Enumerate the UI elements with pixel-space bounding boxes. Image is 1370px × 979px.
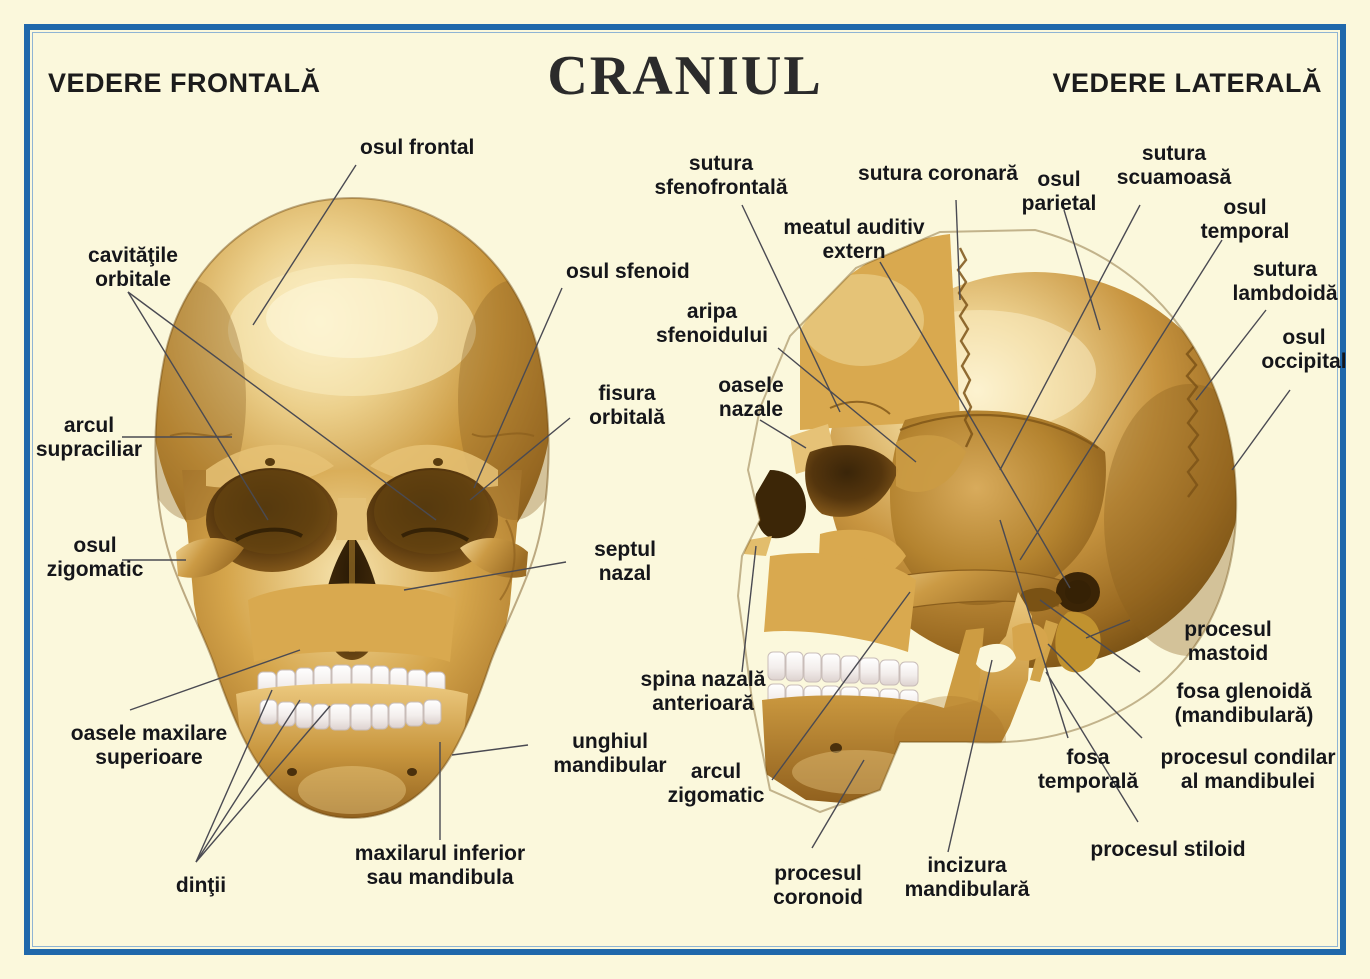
leader-unghiul-mandibular (451, 744, 529, 756)
label-sutura-lambdoida: sutura lambdoidă (1232, 258, 1338, 305)
label-procesul-stiloid: procesul stiloid (1090, 838, 1246, 861)
label-unghiul-mandibular: unghiul mandibular (553, 730, 667, 777)
leader-osul-parietal (1063, 209, 1101, 331)
leader-incizura-mandibulara (947, 659, 993, 853)
leader-fosa-glenoida (1039, 599, 1141, 673)
leader-dintii-1 (195, 689, 273, 863)
frontal-lower-teeth (259, 699, 442, 731)
leader-procesul-condilar (1047, 643, 1143, 739)
frontal-upper-teeth (257, 664, 446, 700)
leader-osul-frontal (252, 164, 357, 326)
label-cavitatile-orbitale: cavităţile orbitale (88, 244, 178, 291)
label-arcul-supraciliar: arcul supraciliar (35, 414, 143, 461)
label-osul-temporal: osul temporal (1200, 196, 1290, 243)
leader-osul-temporal (1019, 239, 1223, 561)
label-procesul-condilar: procesul condilar al mandibulei (1160, 746, 1336, 793)
label-arcul-zigomatic: arcul zigomatic (667, 760, 765, 807)
label-dintii: dinţii (175, 874, 227, 897)
label-meatul-auditiv-extern: meatul auditiv extern (783, 216, 925, 263)
label-septul-nazal: septul nazal (594, 538, 656, 585)
label-sutura-coronara: sutura coronară (858, 162, 1018, 185)
label-sutura-scuamoasa: sutura scuamoasă (1116, 142, 1232, 189)
leader-fisura-orbitala (469, 417, 571, 501)
label-osul-zigomatic: osul zigomatic (46, 534, 144, 581)
label-oasele-nazale: oasele nazale (718, 374, 784, 421)
label-fisura-orbitala: fisura orbitală (589, 382, 665, 429)
leader-sutura-scuamoasa (999, 204, 1141, 471)
leader-procesul-coronoid (811, 759, 865, 849)
leader-cavitatile-orbitale-1 (127, 291, 269, 521)
label-osul-frontal: osul frontal (360, 136, 475, 159)
label-fosa-glenoida: fosa glenoidă (mandibulară) (1174, 680, 1314, 727)
label-aripa-sfenoidului: aripa sfenoidului (656, 300, 768, 347)
leader-oasele-maxilare (129, 649, 301, 711)
label-procesul-coronoid: procesul coronoid (773, 862, 863, 909)
label-maxilarul-inferior: maxilarul inferior sau mandibula (354, 842, 526, 889)
label-sutura-sfenofrontala: sutura sfenofrontală (654, 152, 788, 199)
label-osul-parietal: osul parietal (1021, 168, 1097, 215)
leader-meatul-auditiv-extern (879, 261, 1071, 589)
leader-spina-nazala (741, 545, 757, 673)
label-osul-sfenoid: osul sfenoid (566, 260, 690, 283)
label-oasele-maxilare-superioare: oasele maxilare superioare (70, 722, 228, 769)
heading-frontal-view: VEDERE FRONTALĂ (48, 68, 321, 98)
label-fosa-temporala: fosa temporală (1037, 746, 1139, 793)
leader-procesul-mastoid (1085, 619, 1131, 639)
leader-septul-nazal (403, 561, 567, 591)
leader-cavitatile-orbitale-2 (127, 291, 437, 521)
leader-oasele-nazale (759, 419, 807, 449)
leader-osul-occipital (1231, 389, 1291, 471)
label-spina-nazala-anterioara: spina nazală anterioară (640, 668, 766, 715)
page-title: CRANIUL (547, 45, 823, 107)
label-incizura-mandibulara: incizura mandibulară (904, 854, 1030, 901)
leader-osul-sfenoid (473, 287, 563, 489)
heading-lateral-view: VEDERE LATERALĂ (1052, 68, 1322, 98)
label-procesul-mastoid: procesul mastoid (1184, 618, 1272, 665)
leader-fosa-temporala (999, 519, 1069, 739)
leader-sutura-coronara (955, 199, 961, 301)
label-osul-occipital: osul occipital (1261, 326, 1347, 373)
